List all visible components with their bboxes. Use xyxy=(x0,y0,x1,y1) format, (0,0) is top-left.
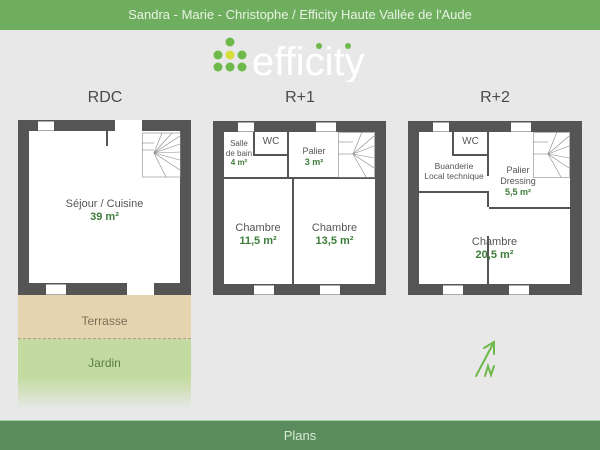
wall xyxy=(253,154,289,156)
wall xyxy=(452,132,454,155)
room-area: 39 m² xyxy=(90,211,119,224)
window xyxy=(443,285,463,295)
room-label-chambre: Chambre 13,5 m² xyxy=(294,222,375,248)
stairs-icon xyxy=(533,132,570,178)
wall xyxy=(253,132,255,155)
room-label-palier: Palier 3 m² xyxy=(289,146,339,168)
window xyxy=(320,285,340,295)
room-area: 4 m² xyxy=(230,158,248,168)
plan-r2: WC Buanderie Local technique Palier Dres… xyxy=(408,121,582,295)
window xyxy=(238,122,254,132)
wall xyxy=(489,207,570,209)
room-area: 3 m² xyxy=(304,156,324,167)
floor-title-rdc: RDC xyxy=(87,89,123,106)
door-opening xyxy=(127,280,154,295)
plan-r1: Salle de bain 4 m² WC Palier 3 m² Chambr… xyxy=(213,121,386,295)
room-label-wc: WC xyxy=(262,136,280,147)
room-area: 11,5 m² xyxy=(239,235,277,248)
room-label-salle-de-bain: Salle de bain 4 m² xyxy=(225,139,253,168)
wall xyxy=(452,154,488,156)
stairs-icon xyxy=(338,132,375,178)
wall xyxy=(487,193,489,207)
room-label: Séjour / Cuisine 39 m² xyxy=(29,198,180,224)
room-area: 13,5 m² xyxy=(315,235,354,248)
footer-bar: Plans xyxy=(0,420,600,450)
terrasse-zone: Terrasse xyxy=(18,295,191,339)
room-label-chambre: Chambre 11,5 m² xyxy=(224,222,292,248)
floor-title-r1: R+1 xyxy=(285,89,315,106)
wall xyxy=(224,177,375,179)
footer-title: Plans xyxy=(283,428,317,443)
room-sejour-cuisine xyxy=(29,131,180,283)
wall-stub xyxy=(106,131,108,146)
floor-title-r2: R+2 xyxy=(480,89,510,106)
room-area: 20,5 m² xyxy=(475,249,514,262)
wall xyxy=(292,177,294,284)
plan-interior xyxy=(224,132,375,284)
logo-dots-icon: efficity xyxy=(213,37,365,84)
window xyxy=(509,285,529,295)
window xyxy=(254,285,274,295)
wall xyxy=(487,236,489,284)
room-label-palier-dressing: Palier Dressing 5,5 m² xyxy=(489,165,547,197)
room-label-chambre: Chambre 20,5 m² xyxy=(419,236,570,262)
jardin-label: Jardin xyxy=(88,356,121,370)
door-opening xyxy=(115,120,142,131)
terrasse-label: Terrasse xyxy=(81,314,128,328)
stairs-icon xyxy=(142,132,181,178)
window xyxy=(433,122,449,132)
room-area: 5,5 m² xyxy=(504,186,531,197)
wall xyxy=(419,191,489,193)
window xyxy=(46,284,66,295)
plan-rdc: Séjour / Cuisine 39 m² xyxy=(18,120,191,295)
window xyxy=(38,121,54,131)
room-label-buanderie: Buanderie Local technique xyxy=(424,161,484,182)
room-label-wc: WC xyxy=(462,136,479,147)
efficity-logo: efficity xyxy=(210,36,390,84)
window xyxy=(316,122,336,132)
wall xyxy=(287,132,289,177)
header-title: Sandra - Marie - Christophe / Efficity H… xyxy=(128,7,472,22)
header-bar: Sandra - Marie - Christophe / Efficity H… xyxy=(0,0,600,30)
wall xyxy=(487,132,489,176)
north-arrow-icon xyxy=(475,340,495,379)
jardin-zone: Jardin xyxy=(18,339,191,409)
window xyxy=(511,122,531,132)
